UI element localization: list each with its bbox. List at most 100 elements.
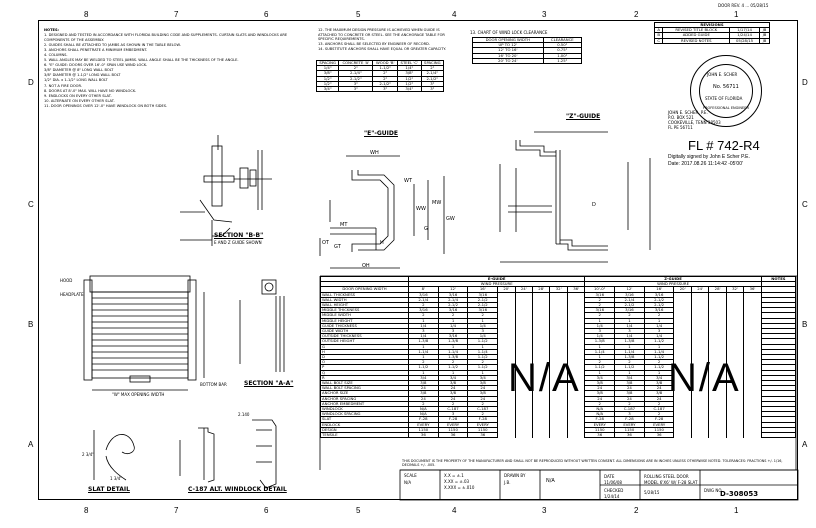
table-cell: 2" xyxy=(372,75,399,82)
tolerance: X.X = ±.1 xyxy=(444,473,464,478)
z-guide-cell xyxy=(673,307,692,313)
note-line: 6. "E" GUIDE: DOORS OVER 16'-0" SPAN USE… xyxy=(44,63,148,68)
table-row: 20' TO 24'1.25" xyxy=(472,57,583,65)
z-guide-cell xyxy=(673,318,692,324)
zone-col-label: 1 xyxy=(734,506,739,515)
slat-detail-drawing xyxy=(93,430,135,481)
z-guide-cell xyxy=(725,432,745,438)
title-block-label: CHECKED xyxy=(604,488,624,493)
table-header: SPACING xyxy=(315,59,340,67)
note-line: 9. ENDLOCKS ON EVERY OTHER SLAT. xyxy=(44,93,112,98)
z-guide-title: "Z"-GUIDE xyxy=(566,113,601,120)
e-guide-cell xyxy=(566,323,586,329)
z-guide-cell xyxy=(690,292,710,298)
z-guide-cell xyxy=(725,349,745,355)
z-guide-cell xyxy=(690,359,710,365)
z-guide-cell xyxy=(673,432,692,438)
z-guide-cell xyxy=(708,385,727,391)
e-guide-cell xyxy=(514,359,534,365)
title-block-desc: MODEL 6'X6' W/ F-28 SLAT xyxy=(644,480,698,485)
table-cell: 0.75" xyxy=(542,47,583,54)
title-block-label: SCALE xyxy=(404,473,417,478)
e-guide-cell xyxy=(514,338,534,345)
e-guide-cell xyxy=(497,318,516,324)
e-guide-cell xyxy=(549,302,568,308)
table-cell: 1.25" xyxy=(542,57,583,65)
z-guide-cell xyxy=(708,364,727,371)
note-line: 1/2" DIA. x 1-1/2" LONG WALL BOLT xyxy=(44,78,108,83)
table-cell: 2" xyxy=(372,70,399,77)
windlock-detail-drawing xyxy=(179,419,277,489)
e-guide-cell xyxy=(532,302,551,308)
e-guide-cell xyxy=(566,302,586,308)
e-guide-cell xyxy=(549,307,568,313)
e-guide-cell xyxy=(532,354,551,360)
e-guide-cell xyxy=(497,427,516,433)
e-guide-cell xyxy=(497,406,516,412)
pe-seal: JOHN E. SCHER No. 56711 STATE OF FLORIDA… xyxy=(690,55,762,127)
door-width-label: "W" MAX OPENING WIDTH xyxy=(112,392,165,397)
dim-label: GT xyxy=(334,244,341,250)
section-bb-drawing xyxy=(180,135,272,246)
z-guide-cell xyxy=(743,364,762,371)
table-cell: 1/4" xyxy=(315,65,340,72)
e-guide-cell xyxy=(549,328,568,334)
z-guide-cell xyxy=(673,349,692,355)
z-guide-cell xyxy=(673,370,692,376)
windlock-detail-title: C-187 ALT. WINDLOCK DETAIL xyxy=(188,486,287,493)
z-guide-cell xyxy=(725,297,745,303)
e-guide-cell xyxy=(566,416,586,423)
pe-seal-inner xyxy=(699,64,753,118)
z-guide-cell xyxy=(708,359,727,365)
title-block-value: 1/24/14 xyxy=(604,494,620,499)
zone-row-label: D xyxy=(28,78,34,87)
table-cell: 2-1/4" xyxy=(338,70,374,77)
zone-col-label: 6 xyxy=(264,10,269,19)
e-guide-cell xyxy=(514,364,534,371)
table-header: CONCRETE 'A' xyxy=(338,59,374,67)
z-guide-cell xyxy=(725,406,745,412)
e-guide-cell xyxy=(549,401,568,407)
z-col-header: 28' xyxy=(708,286,727,293)
table-row: 1/2" 3" 2-1/2" 1/2" 3" xyxy=(315,80,445,88)
e-guide-cell xyxy=(497,302,516,308)
section-bb-subtitle: E AND Z GUIDE SHOWN xyxy=(214,240,262,245)
dim-label: MT xyxy=(340,222,348,228)
z-guide-cell xyxy=(743,390,762,397)
e-guide-cell xyxy=(497,364,516,371)
z-guide-na: N/A xyxy=(668,356,741,400)
notes-block: NOTES: 1. DESIGNED AND TESTED IN ACCORDA… xyxy=(44,28,299,109)
table-row: C REVISED NOTES 05/28/15 JB xyxy=(653,37,771,44)
e-guide-cell xyxy=(549,318,568,324)
table-cell: 0.50" xyxy=(542,42,583,49)
e-guide-cell xyxy=(549,416,568,423)
z-guide-cell xyxy=(708,344,727,350)
z-guide-cell xyxy=(743,318,762,324)
e-guide-cell xyxy=(514,292,534,298)
z-guide-cell xyxy=(673,390,692,397)
e-guide-cell xyxy=(549,385,568,391)
e-guide-cell xyxy=(566,333,586,339)
e-guide-cell xyxy=(549,390,568,397)
z-guide-cell: 36 xyxy=(584,432,616,439)
seal-name: JOHN E. SCHER xyxy=(707,72,738,77)
e-guide-cell xyxy=(514,401,534,407)
signature-date: Date: 2017.08.26 11:14:42 -05'00' xyxy=(668,161,743,167)
z-guide-cell xyxy=(743,307,762,313)
table-cell: REVISED NOTES xyxy=(662,37,731,44)
door-width-header: DOOR OPENING WIDTH xyxy=(320,286,409,293)
z-guide-cell xyxy=(673,292,692,298)
z-guide-cell xyxy=(673,364,692,371)
e-guide-cell xyxy=(532,401,551,407)
seal-license: No. 56711 xyxy=(713,84,739,90)
table-row: UP TO 12'0.50" xyxy=(472,42,583,49)
z-guide-cell xyxy=(690,328,710,334)
z-guide-cell xyxy=(708,338,727,345)
note-line: 1. DESIGNED AND TESTED IN ACCORDANCE WIT… xyxy=(44,33,288,42)
e-guide-cell xyxy=(549,349,568,355)
table-cell: 1-1/2" xyxy=(372,65,399,72)
zone-row-label: A xyxy=(802,440,808,449)
table-cell: 1/2" xyxy=(315,75,340,82)
z-guide-cell xyxy=(743,292,762,298)
zone-col-label: 7 xyxy=(174,10,179,19)
